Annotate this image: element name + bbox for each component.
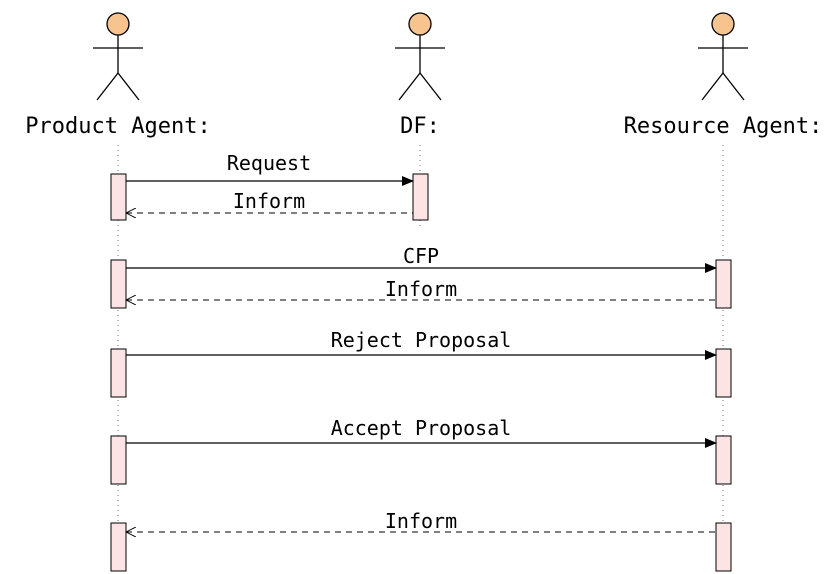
actor-label: Resource Agent:	[624, 114, 823, 139]
activation-bar	[110, 348, 127, 398]
message-label: CFP	[403, 244, 439, 268]
actor-head-icon	[711, 12, 735, 36]
message-label: Request	[227, 151, 311, 175]
message-label: Inform	[233, 189, 305, 213]
activation-bar	[715, 348, 732, 398]
actor-product-agent: Product Agent:	[25, 12, 211, 139]
actor-label: DF:	[400, 114, 440, 139]
actor-label: Product Agent:	[25, 114, 210, 139]
message-inform-final: Inform	[126, 509, 716, 533]
message-label: Inform	[385, 509, 457, 533]
message-cfp: CFP	[126, 244, 717, 273]
message-label: Inform	[385, 277, 457, 301]
message-accept-proposal: Accept Proposal	[126, 416, 717, 448]
activation-bar	[715, 522, 732, 572]
activation-bar	[110, 173, 127, 221]
message-inform-resource: Inform	[126, 277, 716, 301]
message-reject-proposal: Reject Proposal	[126, 328, 717, 360]
actor-head-icon	[106, 12, 130, 36]
message-label: Reject Proposal	[331, 328, 512, 352]
activation-bar	[715, 259, 732, 309]
message-request: Request	[126, 151, 414, 186]
message-inform-df: Inform	[126, 189, 413, 213]
actor-df: DF:	[395, 12, 445, 139]
message-label: Accept Proposal	[331, 416, 512, 440]
activation-bar	[110, 259, 127, 309]
activation-bar	[110, 522, 127, 572]
actor-resource-agent: Resource Agent:	[624, 12, 823, 139]
activation-bar	[412, 173, 429, 221]
activation-bar	[715, 435, 732, 485]
actor-head-icon	[408, 12, 432, 36]
activation-bar	[110, 435, 127, 485]
